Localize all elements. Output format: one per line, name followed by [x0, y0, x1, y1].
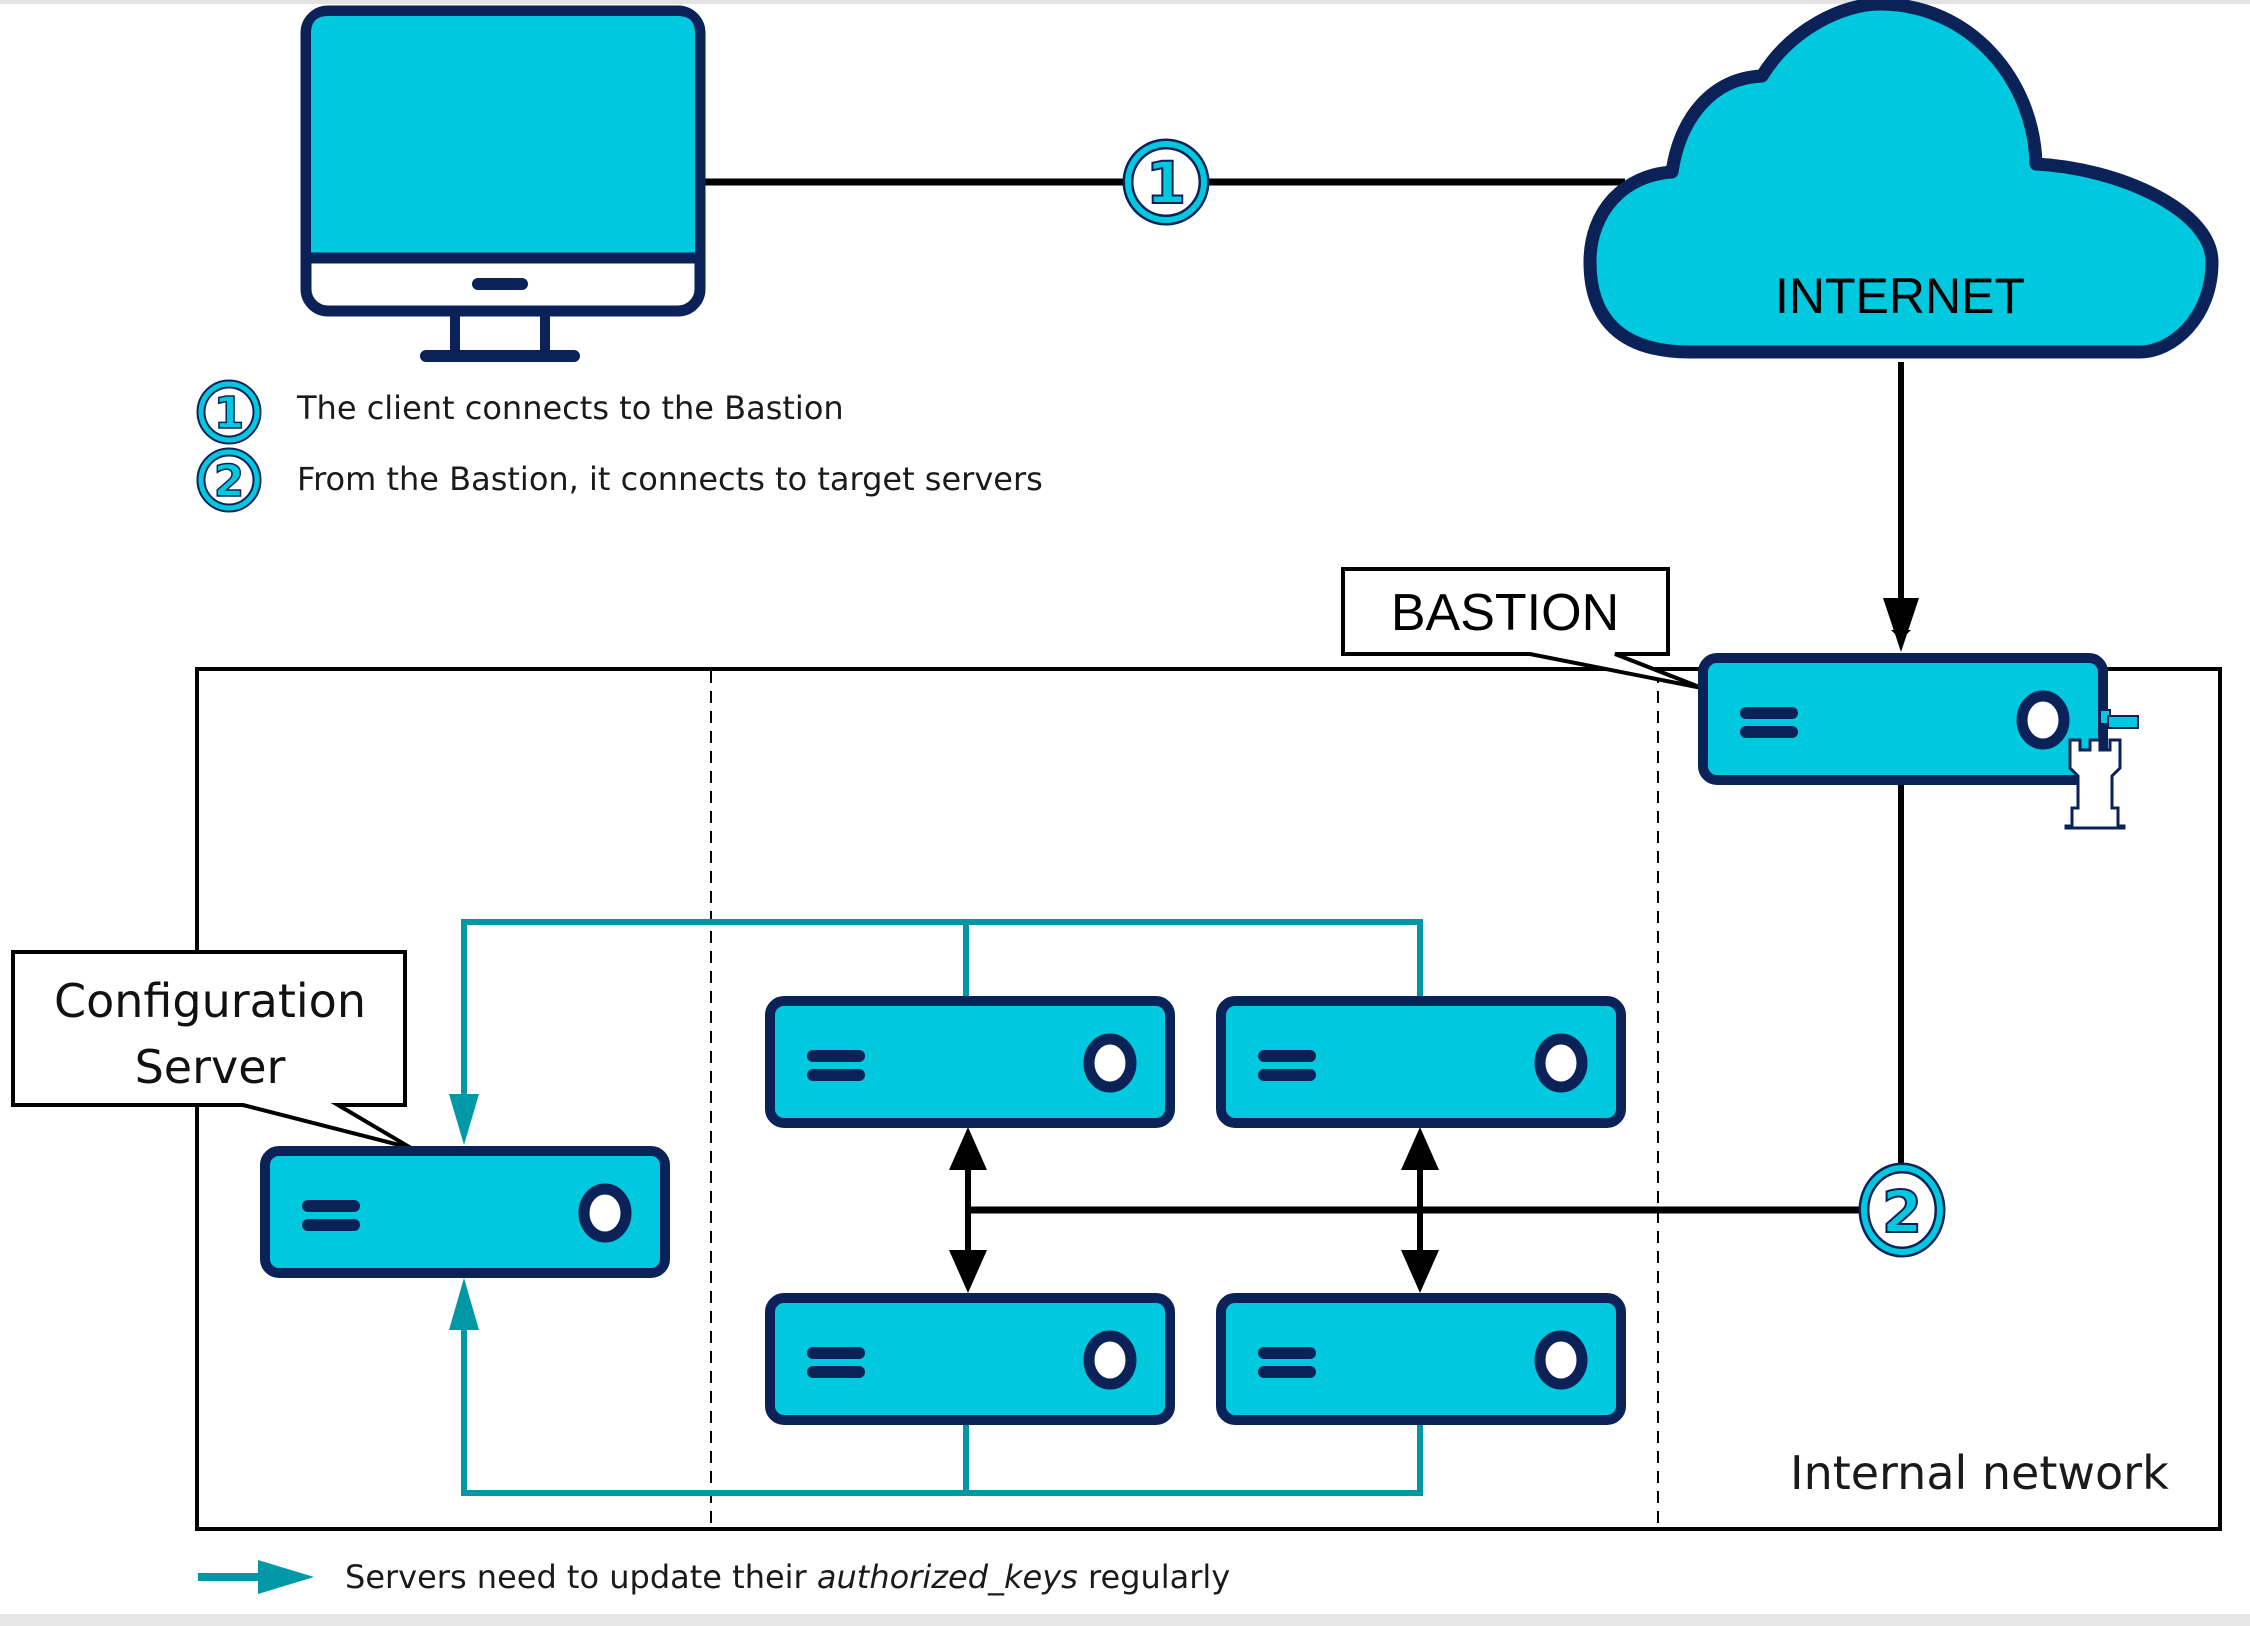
config-server-label: Configuration Server: [15, 968, 405, 1100]
rook-icon: [2064, 709, 2139, 830]
bastion-label: BASTION: [1391, 584, 1619, 642]
key-update-arrowhead-bottom: [449, 1278, 479, 1330]
client-monitor-icon[interactable]: [300, 5, 706, 362]
step-2-badge: 2: [1858, 1162, 1946, 1258]
target-server-1[interactable]: [770, 1001, 1170, 1123]
step-1-badge: 1: [1122, 138, 1210, 226]
bidirectional-arrow-left: [949, 1127, 987, 1293]
target-server-3[interactable]: [770, 1298, 1170, 1420]
bastion-server[interactable]: [1703, 658, 2103, 780]
key-update-path-top: [461, 919, 1423, 1110]
configuration-server[interactable]: [265, 1151, 665, 1273]
legend-teal-arrow-icon: [198, 1560, 314, 1594]
bastion-callout: [1341, 567, 1703, 690]
config-server-callout: [11, 950, 413, 1150]
config-server-label-line2: Server: [134, 1040, 286, 1094]
internet-label: INTERNET: [1775, 268, 2025, 324]
top-border: [0, 0, 2250, 4]
legend-step-1-text: The client connects to the Bastion: [297, 389, 844, 427]
legend-key-update-text: Servers need to update their authorized_…: [345, 1558, 1230, 1596]
legend-step-2-badge: 2: [196, 447, 262, 513]
arrowhead-to-bastion: [1883, 598, 1919, 652]
legend-step-2-text: From the Bastion, it connects to target …: [297, 460, 1043, 498]
internal-network-label: Internal network: [1790, 1446, 2169, 1500]
bidirectional-arrow-right: [1401, 1127, 1439, 1293]
target-server-4[interactable]: [1221, 1298, 1621, 1420]
legend-step-1-badge: 1: [196, 379, 262, 445]
key-update-arrowhead-top: [449, 1094, 479, 1145]
target-server-2[interactable]: [1221, 1001, 1621, 1123]
config-server-label-line1: Configuration: [54, 974, 366, 1028]
svg-text:2: 2: [1882, 1178, 1922, 1246]
legend-prefix: Servers need to update their: [345, 1558, 817, 1596]
svg-text:1: 1: [214, 388, 245, 439]
svg-text:2: 2: [214, 456, 245, 507]
key-update-path-bottom: [461, 1312, 1423, 1496]
internet-cloud-icon[interactable]: [1583, 0, 2219, 359]
legend-suffix: regularly: [1077, 1558, 1231, 1596]
bottom-border: [0, 1614, 2250, 1626]
internal-network-boundary: [195, 667, 2222, 1531]
svg-text:1: 1: [1146, 149, 1186, 217]
legend-emphasis: authorized_keys: [816, 1558, 1078, 1596]
